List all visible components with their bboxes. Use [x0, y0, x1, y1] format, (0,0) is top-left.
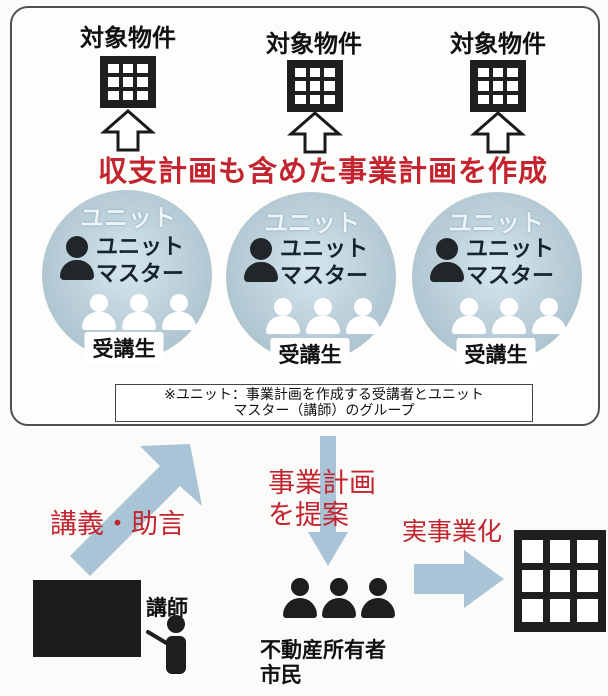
- instructor-label: 講師: [146, 596, 188, 620]
- unit-word: ユニット: [448, 209, 544, 237]
- up-arrow-icon: [287, 111, 343, 154]
- unit-master-person-icon: [430, 238, 464, 282]
- plan-heading: 収支計画も含めた事業計画を作成: [98, 154, 549, 188]
- up-arrow-icon: [470, 111, 526, 154]
- unit-master-person-icon: [244, 238, 278, 282]
- unit-master-label: ユニット マスター: [96, 235, 185, 287]
- building-icon: [470, 60, 526, 112]
- building-icon: [514, 530, 606, 632]
- trainee-group-icon: [82, 294, 196, 330]
- owners-label: 不動産所有者 市民: [260, 638, 386, 687]
- building-icon: [100, 56, 156, 108]
- unit-master-person-icon: [60, 236, 94, 280]
- unit-master-label: ユニット マスター: [280, 237, 369, 289]
- diagonal-up-arrow-icon: [70, 444, 202, 576]
- trainee-label: 受講生: [456, 338, 536, 370]
- unit-master-label: ユニット マスター: [466, 237, 555, 289]
- lecture-advice-label: 講義・助言: [50, 509, 185, 540]
- building-icon: [287, 60, 343, 112]
- unit-definition-note: ※ユニット：事業計画を作成する受講者とユニット マスター（講師）のグループ: [115, 384, 533, 422]
- propose-plan-label: 事業計画 を提案: [268, 468, 376, 531]
- trainee-label: 受講生: [84, 332, 164, 364]
- right-arrow-icon: [414, 550, 504, 608]
- target-property-label: 対象物件: [80, 24, 176, 52]
- target-property-label: 対象物件: [450, 30, 546, 58]
- target-property-label: 対象物件: [266, 30, 362, 58]
- realization-label: 実事業化: [402, 517, 503, 546]
- unit-word: ユニット: [80, 204, 176, 232]
- trainee-label: 受講生: [270, 338, 350, 370]
- down-arrow-icon: [308, 436, 348, 566]
- owners-group-icon: [282, 578, 396, 618]
- trainee-group-icon: [452, 298, 566, 334]
- instructor-icon: [146, 615, 186, 674]
- trainee-group-icon: [266, 298, 380, 334]
- up-arrow-icon: [100, 109, 156, 152]
- unit-word: ユニット: [264, 209, 360, 237]
- blackboard-icon: [33, 580, 141, 657]
